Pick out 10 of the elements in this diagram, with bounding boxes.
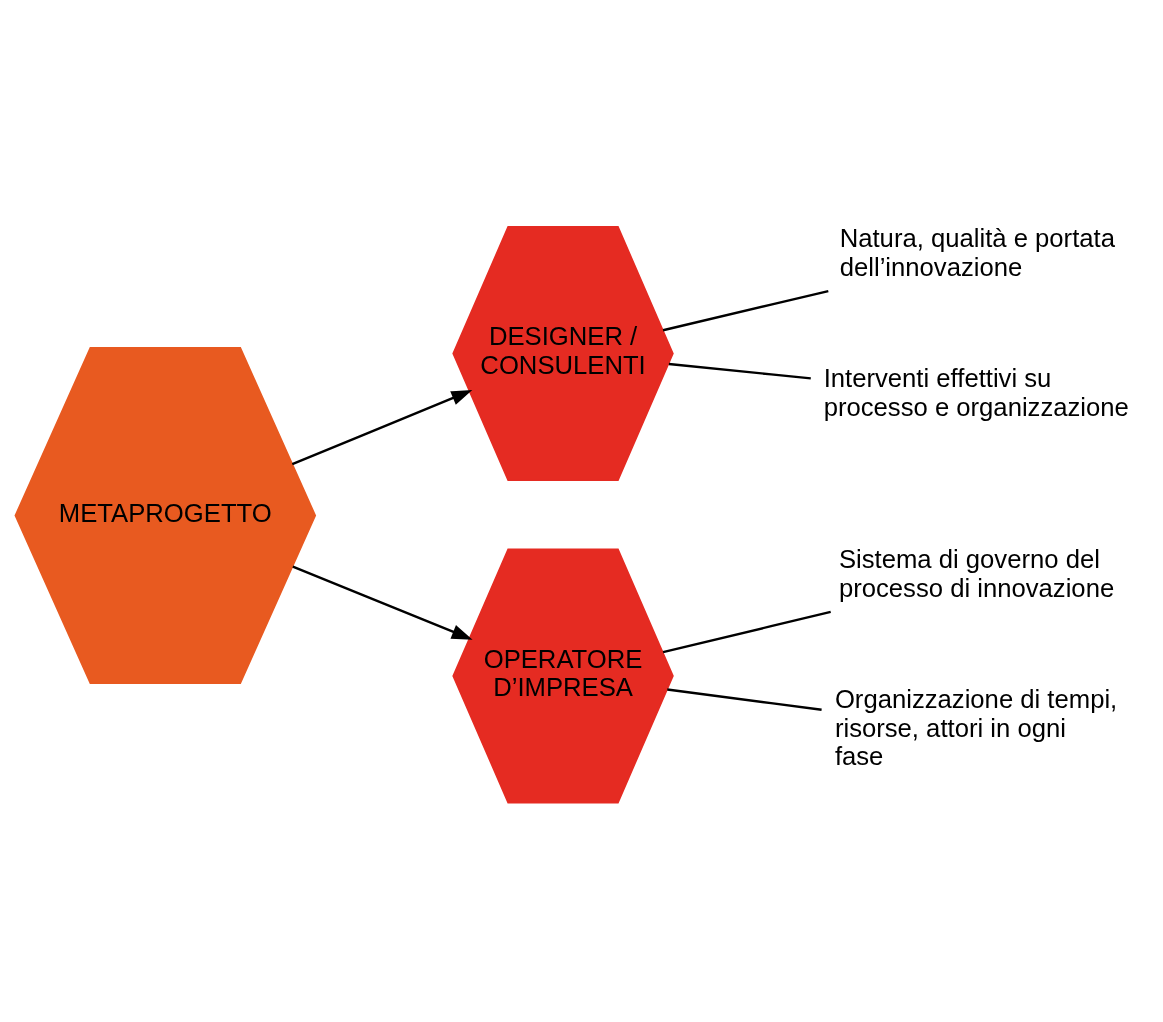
node-text: Natura, qualità e portata dell’innovazione	[839, 223, 1115, 281]
node-text: Sistema di governo del processo di innovazione	[838, 544, 1115, 602]
connector	[662, 610, 831, 653]
arrow	[291, 389, 473, 465]
connector	[662, 289, 829, 331]
arrow	[292, 565, 473, 640]
node-text: Interventi effettivi su processo e organizzazione	[823, 363, 1129, 421]
connector	[667, 687, 822, 711]
connector	[668, 362, 811, 380]
node-text: Organizzazione di tempi, risorse, attori in ogni fase	[834, 684, 1118, 770]
